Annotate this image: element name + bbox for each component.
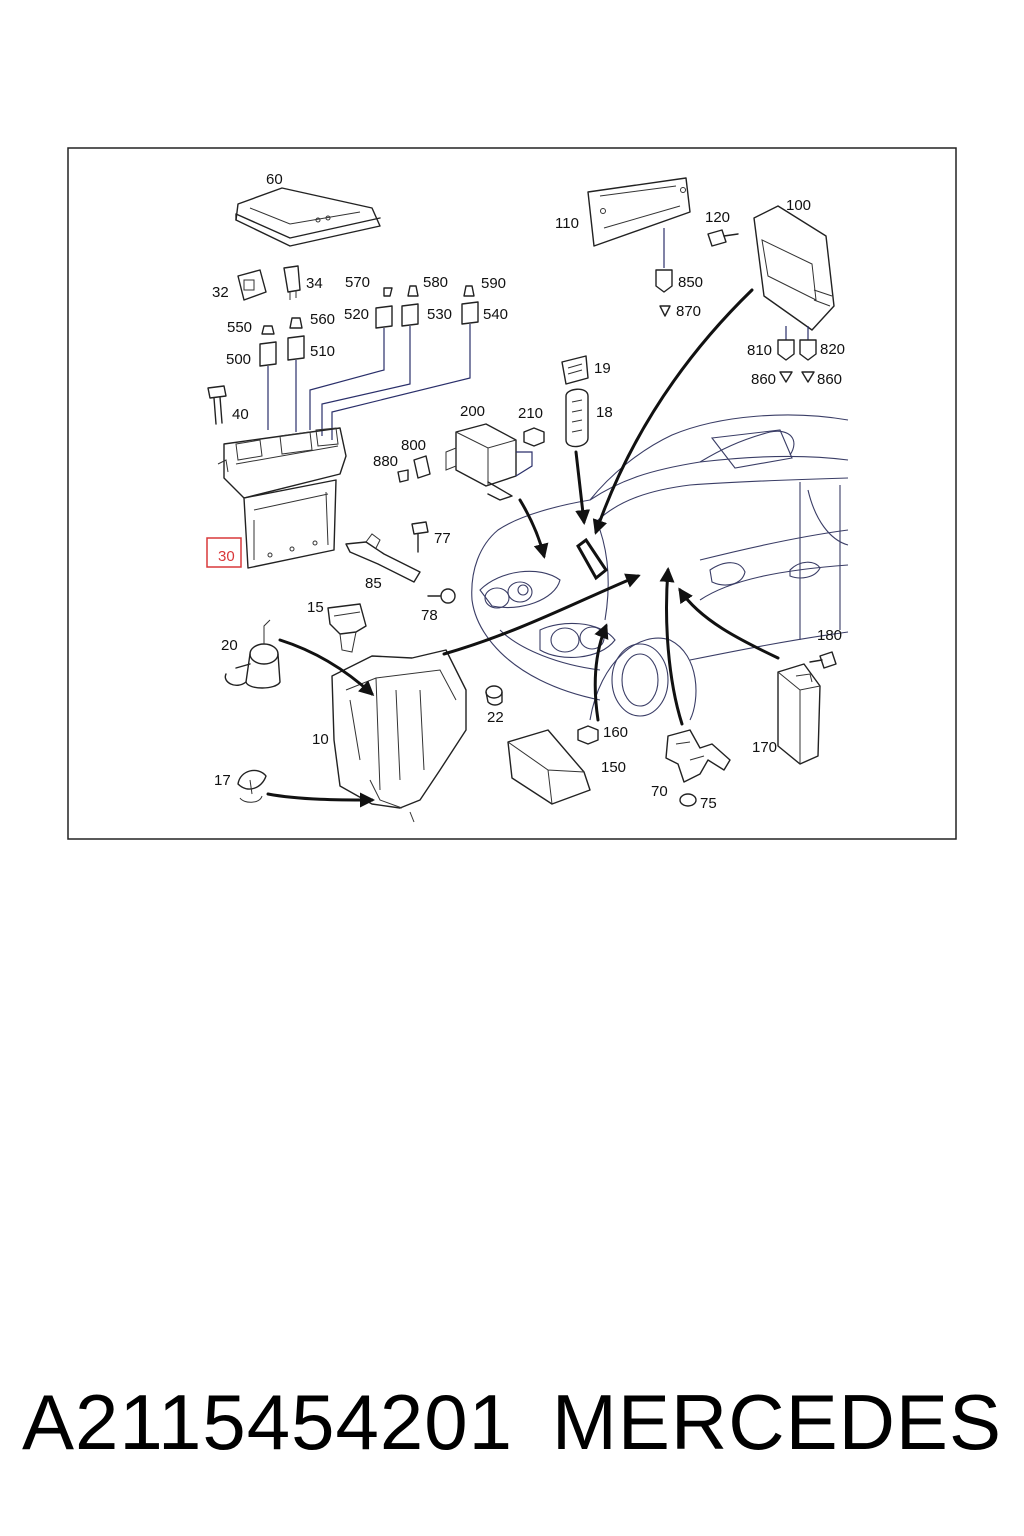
label-75: 75: [700, 795, 717, 812]
part-85-bracket: [345, 533, 421, 583]
part-160-nut: [577, 725, 599, 745]
part-200-relay: [445, 423, 533, 501]
brand-name: MERCEDES: [551, 1378, 1002, 1466]
label-200: 200: [460, 403, 485, 420]
label-570: 570: [345, 274, 370, 291]
part-30-highlight: [206, 537, 242, 568]
part-20-pump: [224, 619, 281, 689]
part-75-clip: [679, 793, 697, 807]
part-120-bolt: [707, 229, 739, 247]
part-810-820-connectors: [777, 339, 817, 383]
part-labels: 60 110 120 100 32 34 570 580 590 520 530…: [212, 171, 845, 812]
part-40-bolt: [207, 385, 227, 425]
label-150: 150: [601, 759, 626, 776]
label-10: 10: [312, 731, 329, 748]
part-800-plug: [397, 455, 431, 483]
part-110-module: [587, 177, 691, 268]
label-160: 160: [603, 724, 628, 741]
part-850-connector: [655, 269, 673, 317]
part-22-grommet: [485, 685, 503, 706]
label-860-b: 860: [817, 371, 842, 388]
label-40: 40: [232, 406, 249, 423]
label-180: 180: [817, 627, 842, 644]
label-850: 850: [678, 274, 703, 291]
label-820: 820: [820, 341, 845, 358]
part-150-cover: [507, 729, 591, 805]
part-180-bolt: [809, 651, 837, 669]
part-100-module: [753, 205, 835, 340]
label-580: 580: [423, 274, 448, 291]
assembly-arrows: [266, 288, 780, 808]
part-15-holder: [327, 603, 367, 653]
part-34-fuse: [283, 265, 301, 300]
diagram-frame: [67, 147, 957, 840]
label-18: 18: [596, 404, 613, 421]
label-32: 32: [212, 284, 229, 301]
terminal-connectors: [259, 285, 479, 367]
label-520: 520: [344, 306, 369, 323]
label-870: 870: [676, 303, 701, 320]
label-19: 19: [594, 360, 611, 377]
label-560: 560: [310, 311, 335, 328]
caption-bar: A2115454201 MERCEDES: [0, 1372, 1024, 1482]
label-120: 120: [705, 209, 730, 226]
part-60-cover: [235, 187, 381, 247]
part-18-grommet: [565, 388, 589, 448]
label-510: 510: [310, 343, 335, 360]
leader-lines: [267, 324, 471, 440]
label-77: 77: [434, 530, 451, 547]
part-32-relay: [237, 269, 267, 301]
part-19-clip: [561, 355, 589, 385]
part-number: A2115454201: [22, 1378, 514, 1466]
label-22: 22: [487, 709, 504, 726]
label-85: 85: [365, 575, 382, 592]
label-500: 500: [226, 351, 251, 368]
label-550: 550: [227, 319, 252, 336]
label-880: 880: [373, 453, 398, 470]
label-210: 210: [518, 405, 543, 422]
label-110: 110: [555, 215, 579, 232]
car-outline: [471, 414, 849, 721]
part-170-module: [777, 663, 821, 765]
label-20: 20: [221, 637, 238, 654]
part-78-screw: [427, 588, 456, 604]
label-810: 810: [747, 342, 772, 359]
label-78: 78: [421, 607, 438, 624]
label-70: 70: [651, 783, 668, 800]
part-210-nut: [523, 427, 545, 447]
label-540: 540: [483, 306, 508, 323]
label-15: 15: [307, 599, 324, 616]
label-60: 60: [266, 171, 283, 188]
label-800: 800: [401, 437, 426, 454]
label-170: 170: [752, 739, 777, 756]
part-17-sensor: [237, 769, 267, 803]
part-77-screw: [411, 521, 429, 553]
label-530: 530: [427, 306, 452, 323]
label-860-a: 860: [751, 371, 776, 388]
part-30-fuse-box: [217, 427, 347, 569]
part-70-bracket: [665, 729, 731, 783]
label-34: 34: [306, 275, 323, 292]
label-17: 17: [214, 772, 231, 789]
label-590: 590: [481, 275, 506, 292]
label-30: 30: [218, 548, 235, 565]
label-100: 100: [786, 197, 811, 214]
